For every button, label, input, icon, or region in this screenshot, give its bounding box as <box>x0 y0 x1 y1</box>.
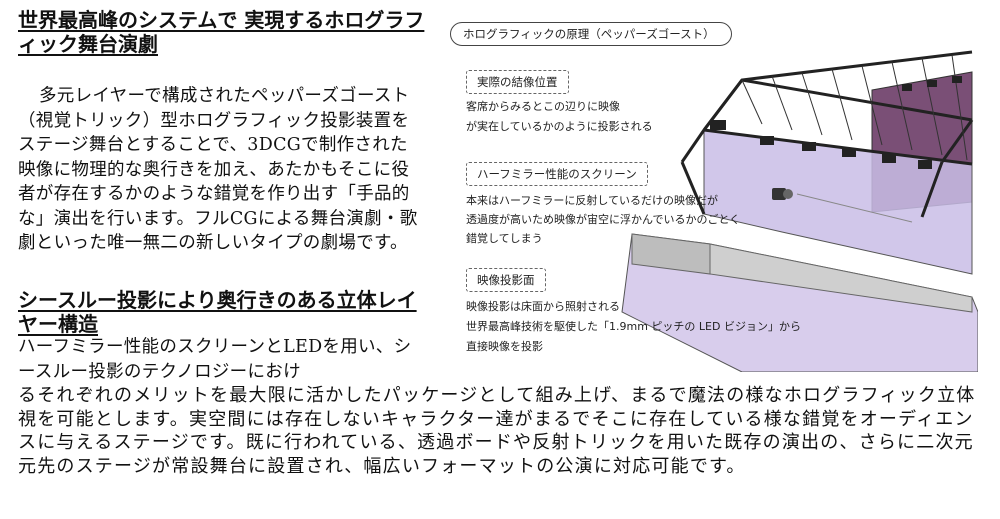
diagram-title: ホログラフィックの原理（ペッパーズゴースト） <box>450 22 732 46</box>
label-image-position-line2: が実在しているかのように投影される <box>466 120 653 133</box>
see-through-paragraph-start: ハーフミラー性能のスクリーンとLEDを用い、シースルー投影のテクノロジーにおけ <box>18 337 412 382</box>
section-heading-see-through: シースルー投影により奥行きのある立体レイヤー構造 <box>18 288 417 336</box>
stage-front <box>709 243 973 313</box>
truss-lattice <box>741 54 968 161</box>
label-half-mirror-title: ハーフミラー性能のスクリーン <box>466 162 648 186</box>
label-image-position-line1: 客席からみるとこの辺りに映像 <box>466 100 620 113</box>
label-projection-surface-line3: 直接映像を投影 <box>466 340 543 353</box>
stage-illustration <box>621 50 978 372</box>
see-through-paragraph-continued: るそれぞれのメリットを最大限に活かしたパッケージとして組み上げ、まるで魔法の様な… <box>18 385 976 477</box>
section-heading-holographic-theater: 世界最高峰のシステムで 実現するホログラフィック舞台演劇 <box>18 8 425 56</box>
label-half-mirror-line3: 錯覚してしまう <box>466 232 543 245</box>
label-projection-surface-title: 映像投影面 <box>466 268 546 292</box>
label-half-mirror-line2: 透過度が高いため映像が宙空に浮かんでいるかのごとく <box>466 213 741 226</box>
stage-lights <box>710 76 962 169</box>
label-projection-surface-line1: 映像投影は床面から照射される <box>466 300 620 313</box>
label-projection-surface-line2: 世界最高峰技術を駆使した「1.9mm ピッチの LED ビジョン」から <box>466 320 801 333</box>
pepper-ghost-diagram: ホログラフィックの原理（ペッパーズゴースト） 実際の結像位置 客席からみるとこの… <box>442 12 978 372</box>
label-half-mirror-line1: 本来はハーフミラーに反射しているだけの映像だが <box>466 194 719 207</box>
projector <box>772 188 793 200</box>
intro-paragraph: 多元レイヤーで構成されたペッパーズゴースト（視覚トリック）型ホログラフィック投影… <box>18 86 418 253</box>
label-image-position-title: 実際の結像位置 <box>466 70 569 94</box>
